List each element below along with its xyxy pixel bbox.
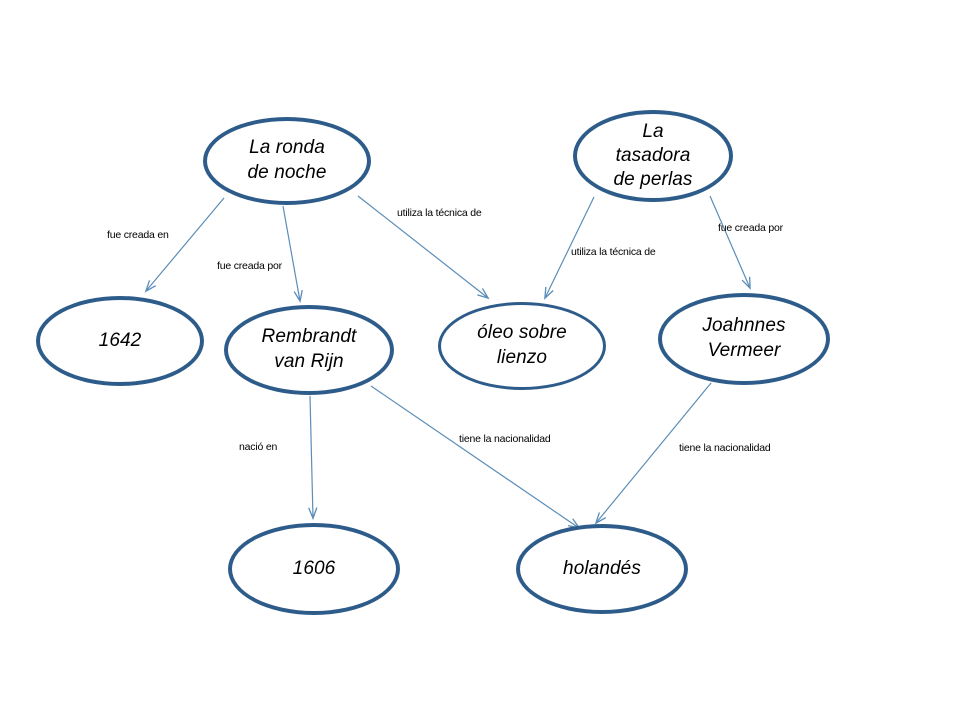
edge-label-e1: fue creada en: [107, 229, 169, 241]
node-anio1642[interactable]: 1642: [36, 296, 204, 386]
node-vermeer[interactable]: Joahnnes Vermeer: [658, 293, 830, 385]
edge-ronda-to-oleo: [357, 195, 490, 300]
node-ronda[interactable]: La ronda de noche: [203, 117, 371, 205]
node-label-vermeer: Joahnnes Vermeer: [702, 315, 786, 361]
node-label-tasadora: La tasadora de perlas: [613, 121, 693, 190]
edge-vermeer-to-holandes: [594, 382, 712, 525]
edge-label-e2: fue creada por: [217, 260, 282, 272]
node-holandes[interactable]: holandés: [516, 524, 688, 614]
edge-label-e4: utiliza la técnica de: [571, 246, 656, 258]
edge-rembrandt-to-anio1606: [308, 395, 318, 521]
edge-tasadora-to-vermeer: [709, 195, 751, 290]
node-label-oleo: óleo sobre lienzo: [477, 322, 567, 368]
node-anio1606[interactable]: 1606: [228, 523, 400, 615]
edge-label-e7: tiene la nacionalidad: [459, 433, 551, 445]
edge-rembrandt-to-holandes: [370, 385, 581, 530]
node-oleo[interactable]: óleo sobre lienzo: [438, 302, 606, 390]
edge-label-e5: fue creada por: [718, 222, 783, 234]
edge-tasadora-to-oleo: [544, 196, 595, 300]
node-label-ronda: La ronda de noche: [247, 137, 327, 183]
node-label-anio1606: 1606: [292, 557, 336, 579]
node-label-anio1642: 1642: [98, 329, 142, 351]
edge-ronda-to-rembrandt: [282, 205, 303, 304]
node-label-holandes: holandés: [563, 557, 641, 579]
edge-label-e8: tiene la nacionalidad: [679, 442, 771, 454]
edge-label-e3: utiliza la técnica de: [397, 207, 482, 219]
node-label-rembrandt: Rembrandt van Rijn: [261, 326, 357, 372]
node-rembrandt[interactable]: Rembrandt van Rijn: [224, 305, 394, 395]
edge-ronda-to-anio1642: [144, 197, 225, 293]
edge-label-e6: nació en: [239, 441, 278, 453]
node-tasadora[interactable]: La tasadora de perlas: [573, 110, 733, 202]
edge-lines: [144, 195, 751, 530]
